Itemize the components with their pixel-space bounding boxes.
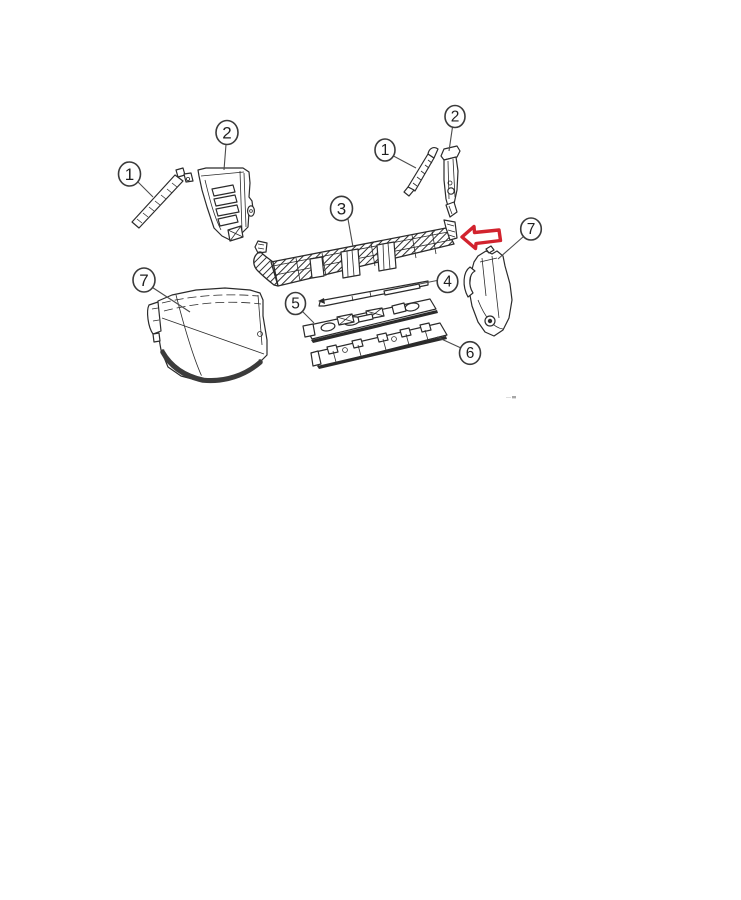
print-artifact: [506, 396, 516, 399]
part-7-left-fascia: [147, 287, 268, 384]
callout-2-left-label: 2: [222, 124, 231, 143]
callout-7-left-label: 7: [139, 271, 148, 290]
callout-1-left-label: 1: [125, 165, 134, 184]
part-5-absorber-upper: [302, 298, 438, 343]
callout-7-right-label: 7: [527, 221, 536, 238]
highlight-arrow-icon: [460, 224, 503, 251]
callout-1-right-label: 1: [381, 142, 390, 159]
callout-5: 5: [284, 291, 315, 324]
callout-5-label: 5: [291, 296, 300, 313]
callout-6-label: 6: [466, 345, 475, 362]
part-6-absorber-lower: [310, 322, 448, 369]
callout-4-label: 4: [443, 274, 452, 291]
callout-7-right: 7: [497, 217, 543, 260]
callout-6: 6: [436, 336, 482, 366]
callout-3-label: 3: [337, 200, 346, 219]
callout-4: 4: [416, 269, 459, 294]
callout-2-right-label: 2: [451, 109, 460, 126]
callout-2-left: 2: [215, 119, 239, 171]
part-2-left-bracket: [197, 167, 256, 242]
callout-1-right: 1: [374, 138, 417, 169]
part-3-impact-bar: [253, 219, 458, 287]
part-1-right-rail: [403, 147, 439, 197]
callout-2-right: 2: [444, 104, 466, 152]
callout-7-left: 7: [132, 267, 191, 313]
part-1-left-rail: [131, 167, 194, 229]
part-4-strip: [318, 280, 429, 307]
callout-1-left: 1: [117, 161, 154, 198]
callout-3: 3: [329, 195, 354, 248]
part-2-right-bracket: [440, 145, 461, 218]
part-7-right-bracket: [463, 245, 513, 337]
